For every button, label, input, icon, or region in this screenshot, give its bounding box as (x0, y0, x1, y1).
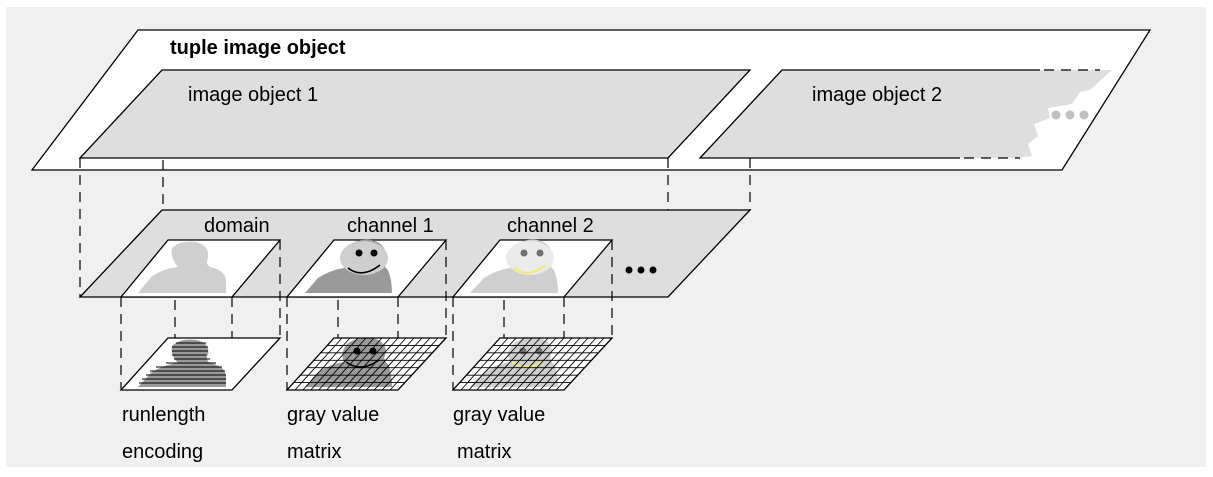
channel-1-caption-line2: matrix (287, 441, 341, 463)
domain-caption-line1: runlength (122, 404, 205, 426)
channel-2-label: channel 2 (507, 215, 594, 237)
channel-1-tile (285, 239, 448, 298)
tuple-title: tuple image object (170, 37, 346, 59)
channel-2-tile (451, 239, 614, 298)
more-objects-ellipsis-icon (1051, 110, 1089, 120)
channel-2-matrix-tile (451, 337, 614, 391)
image-object-2-label: image object 2 (812, 84, 942, 106)
more-channels-ellipsis-icon (625, 266, 657, 274)
channel-1-matrix-tile (285, 337, 448, 391)
runlength-encoding-tile (119, 337, 282, 391)
image-object-2-plane (698, 69, 1112, 159)
channel-2-caption-line2: matrix (457, 441, 511, 463)
channel-2-caption-line1: gray value (453, 404, 545, 426)
image-object-1-label: image object 1 (188, 84, 318, 106)
image-object-1-plane (78, 69, 752, 159)
channel-1-caption-line1: gray value (287, 404, 379, 426)
domain-tile (119, 239, 282, 298)
channel-1-label: channel 1 (347, 215, 434, 237)
domain-caption-line2: encoding (122, 441, 203, 463)
domain-label: domain (204, 215, 270, 237)
